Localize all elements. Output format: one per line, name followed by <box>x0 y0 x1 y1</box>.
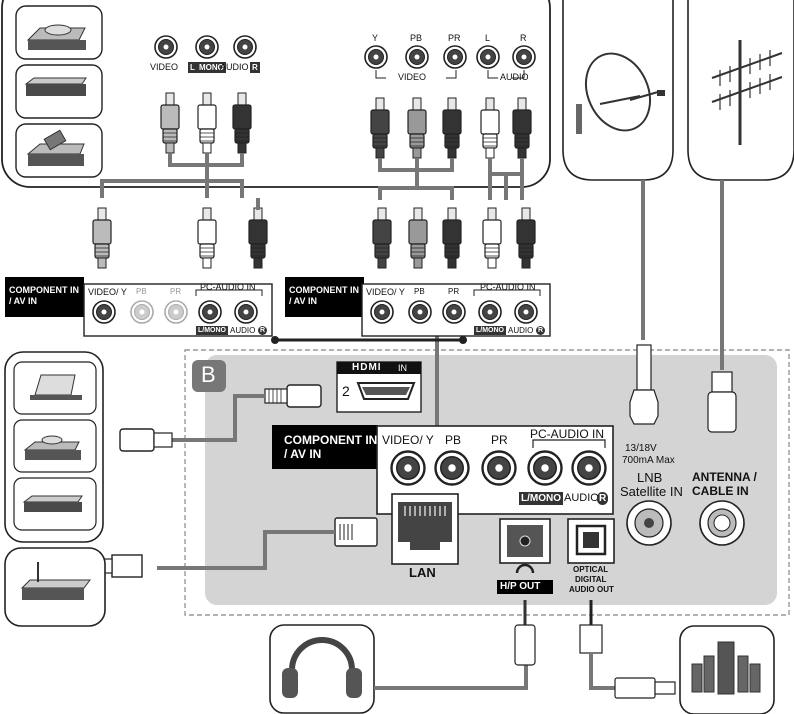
dvd-video-group-label: VIDEO <box>398 72 427 82</box>
antenna-label-line1: ANTENNA / <box>692 470 757 484</box>
optical-label-line1: OPTICAL <box>573 565 609 574</box>
component-1-title-line1: COMPONENT IN <box>9 285 80 295</box>
component-2-audio: AUDIO <box>508 326 534 335</box>
lnb-label-line1: LNB <box>637 470 663 485</box>
component-1-video-y: VIDEO/ Y <box>88 287 127 297</box>
lan-label: LAN <box>409 565 436 580</box>
dvd-audio-group-label: AUDIO <box>500 72 529 82</box>
dvd-video-label: VIDEO <box>150 62 179 72</box>
component-2-r: R <box>536 326 546 335</box>
hdmi-in-label: IN <box>398 363 407 373</box>
component-b-video-y: VIDEO/ Y <box>382 433 434 447</box>
lnb-spec-line1: 13/18V <box>625 443 657 454</box>
component-1-pb: PB <box>136 287 147 296</box>
component-1-title-line2: / AV IN <box>9 296 38 306</box>
component-b-pc-audio: PC-AUDIO IN <box>530 427 605 441</box>
dvd-l-label-right: L <box>485 33 491 43</box>
component-1-pc-audio: PC-AUDIO IN <box>200 282 256 292</box>
component-1-r: R <box>258 326 268 335</box>
hdmi-logo: HDMI <box>352 362 382 373</box>
hp-out-label: H/P OUT <box>500 581 541 592</box>
component-2-video-y: VIDEO/ Y <box>366 287 405 297</box>
source-devices-panel <box>1 0 551 188</box>
component-2-l-mono: L/MONO <box>474 326 506 335</box>
component-b-l-mono: L/MONO <box>519 492 563 505</box>
optical-label-line3: AUDIO OUT <box>569 585 614 594</box>
dvd-pr-label: PR <box>448 33 461 43</box>
panel-b-badge: B <box>201 362 216 387</box>
component-b-audio: AUDIO <box>564 492 599 504</box>
component-b-pb: PB <box>445 433 462 447</box>
optical-label-line2: DIGITAL <box>575 575 607 584</box>
component-1-l-mono: L/MONO <box>196 326 228 335</box>
dvd-pb-label: PB <box>410 33 423 43</box>
component-b-r: R <box>597 492 609 505</box>
component-2-pc-audio: PC-AUDIO IN <box>480 282 536 292</box>
lnb-spec-line2: 700mA Max <box>622 455 675 466</box>
dvd-y-label: Y <box>372 33 379 43</box>
satellite-dish-panel <box>562 0 674 181</box>
component-1-pr: PR <box>170 287 182 296</box>
antenna-label-line2: CABLE IN <box>692 484 749 498</box>
dvd-mono-label: MONO <box>197 62 226 73</box>
dvd-r-label-right: R <box>520 33 527 43</box>
component-2-title-line1: COMPONENT IN <box>289 285 360 295</box>
dvd-audio-label: AUDIO <box>220 62 249 72</box>
component-2-pb: PB <box>414 287 425 296</box>
component-2-pr: PR <box>448 287 460 296</box>
lnb-label-line2: Satellite IN <box>620 484 683 499</box>
component-b-pr: PR <box>491 433 508 447</box>
component-1-audio: AUDIO <box>230 326 256 335</box>
hdmi-port-number: 2 <box>342 383 350 399</box>
antenna-panel <box>687 0 794 181</box>
component-2-title-line2: / AV IN <box>289 296 318 306</box>
component-b-title-line2: / AV IN <box>284 447 322 461</box>
dvd-l-label: L <box>188 62 197 73</box>
dvd-r-label: R <box>250 62 260 73</box>
component-b-title-line1: COMPONENT IN <box>284 433 378 447</box>
